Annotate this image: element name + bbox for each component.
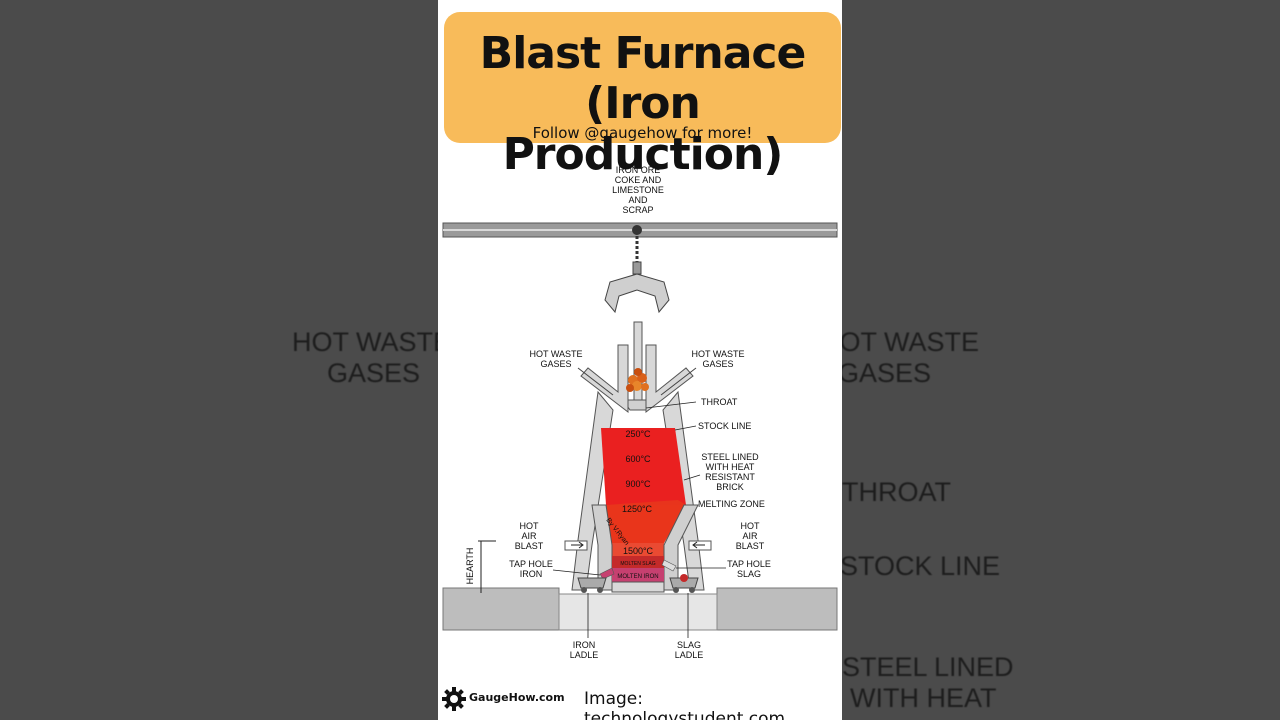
blast-furnace-diagram: MOLTEN SLAG MOLTEN IRON 250°C 600°C 900°… xyxy=(442,165,838,660)
logo-text: GaugeHow.com xyxy=(469,691,565,704)
ground-right xyxy=(716,587,838,631)
temp-1500: 1500°C xyxy=(623,546,654,556)
input-label-4: AND xyxy=(628,195,648,205)
background-right: HOT WASTE GASES THROAT STOCK LINE STEEL … xyxy=(842,0,1280,720)
hot-waste-right-2: GASES xyxy=(702,359,733,369)
hot-air-right-2: AIR xyxy=(742,531,758,541)
tap-iron-leader xyxy=(552,569,601,576)
image-credit: Image: technologystudent.com xyxy=(584,689,786,720)
steel-lined-leader xyxy=(683,474,701,481)
iron-ladle-2: LADLE xyxy=(570,650,599,660)
temp-600: 600°C xyxy=(625,454,651,464)
background-left: HOT WASTE GASES xyxy=(0,0,438,720)
ghost-hot-waste-left-1: HOT WASTE xyxy=(292,327,438,357)
input-label-5: SCRAP xyxy=(622,205,653,215)
waste-arrow-right xyxy=(660,367,697,396)
hot-air-left-3: BLAST xyxy=(515,541,544,551)
air-arrow-left xyxy=(571,541,584,549)
air-arrow-right xyxy=(692,541,705,549)
ghost-hot-waste-right-1: HOT WASTE xyxy=(842,327,980,357)
slag-ladle-2: LADLE xyxy=(675,650,704,660)
throat-label: THROAT xyxy=(701,397,738,407)
gas-duct-left xyxy=(580,344,629,414)
hearth-floor xyxy=(611,581,665,593)
ghost-hot-waste-right-2: GASES xyxy=(842,358,932,388)
molten-slag-layer xyxy=(612,556,664,568)
steel-lined-2: WITH HEAT xyxy=(706,462,755,472)
tap-hole-slag-2: SLAG xyxy=(737,569,761,579)
iron-ladle-cart xyxy=(577,577,607,593)
input-label-3: LIMESTONE xyxy=(612,185,664,195)
ore-charge xyxy=(626,368,649,392)
tap-hole-iron-2: IRON xyxy=(520,569,543,579)
hot-air-right-1: HOT xyxy=(741,521,761,531)
hot-waste-right-1: HOT WASTE xyxy=(691,349,744,359)
molten-slag-label: MOLTEN SLAG xyxy=(620,561,655,567)
hearth-label: HEARTH xyxy=(465,548,475,585)
zone-lower xyxy=(606,500,686,556)
iron-ladle-1: IRON xyxy=(573,640,596,650)
slag-ladle-1: SLAG xyxy=(677,640,701,650)
ghost-steel-lined: STEEL LINED xyxy=(842,652,1014,682)
title-line-2: (Iron Production) xyxy=(502,78,784,180)
ghost-throat: THROAT xyxy=(842,477,951,507)
follow-text: Follow @gaugehow for more! xyxy=(532,124,753,142)
title-line-1: Blast Furnace xyxy=(479,28,807,79)
content-panel: Blast Furnace (Iron Production) Follow @… xyxy=(438,0,842,720)
steel-lined-4: BRICK xyxy=(716,482,744,492)
tapping-pit xyxy=(558,593,718,631)
gaugehow-logo: GaugeHow.com xyxy=(442,686,565,712)
ground-left xyxy=(442,587,560,631)
slag-ladle-cart xyxy=(669,574,699,593)
input-label-1: IRON ORE xyxy=(616,165,661,175)
ghost-hot-waste-left-2: GASES xyxy=(327,358,421,388)
hot-air-left-1: HOT xyxy=(520,521,540,531)
gas-duct-right xyxy=(645,344,694,414)
stock-line-leader xyxy=(674,425,697,431)
input-label-2: COKE AND xyxy=(615,175,662,185)
steel-lined-3: RESISTANT xyxy=(705,472,755,482)
hot-air-left-2: AIR xyxy=(521,531,537,541)
throat-leader xyxy=(645,401,697,409)
steel-lined-1: STEEL LINED xyxy=(701,452,759,462)
molten-iron-label: MOLTEN IRON xyxy=(617,574,658,580)
ghost-with-heat: WITH HEAT xyxy=(850,683,997,713)
temp-900: 900°C xyxy=(625,479,651,489)
temp-250: 250°C xyxy=(625,429,651,439)
ghost-stock-line: STOCK LINE xyxy=(842,551,1001,581)
molten-iron-layer xyxy=(612,568,664,582)
tap-hole-iron-1: TAP HOLE xyxy=(509,559,553,569)
waste-arrow-left xyxy=(577,367,614,396)
hot-waste-left-1: HOT WASTE xyxy=(529,349,582,359)
crane-hook-block xyxy=(632,261,642,275)
tap-hole-slag-1: TAP HOLE xyxy=(727,559,771,569)
hot-waste-left-2: GASES xyxy=(540,359,571,369)
melting-zone-label: MELTING ZONE xyxy=(698,499,765,509)
title-banner: Blast Furnace (Iron Production) Follow @… xyxy=(444,12,841,180)
hot-air-right-3: BLAST xyxy=(736,541,765,551)
stock-line-label: STOCK LINE xyxy=(698,421,751,431)
zone-upper xyxy=(601,428,686,505)
crane-grab xyxy=(604,273,670,314)
slag-tap-spout xyxy=(661,559,677,572)
gear-icon xyxy=(442,687,466,711)
rail-trolley-wheel xyxy=(632,225,642,235)
temp-1250: 1250°C xyxy=(622,504,653,514)
